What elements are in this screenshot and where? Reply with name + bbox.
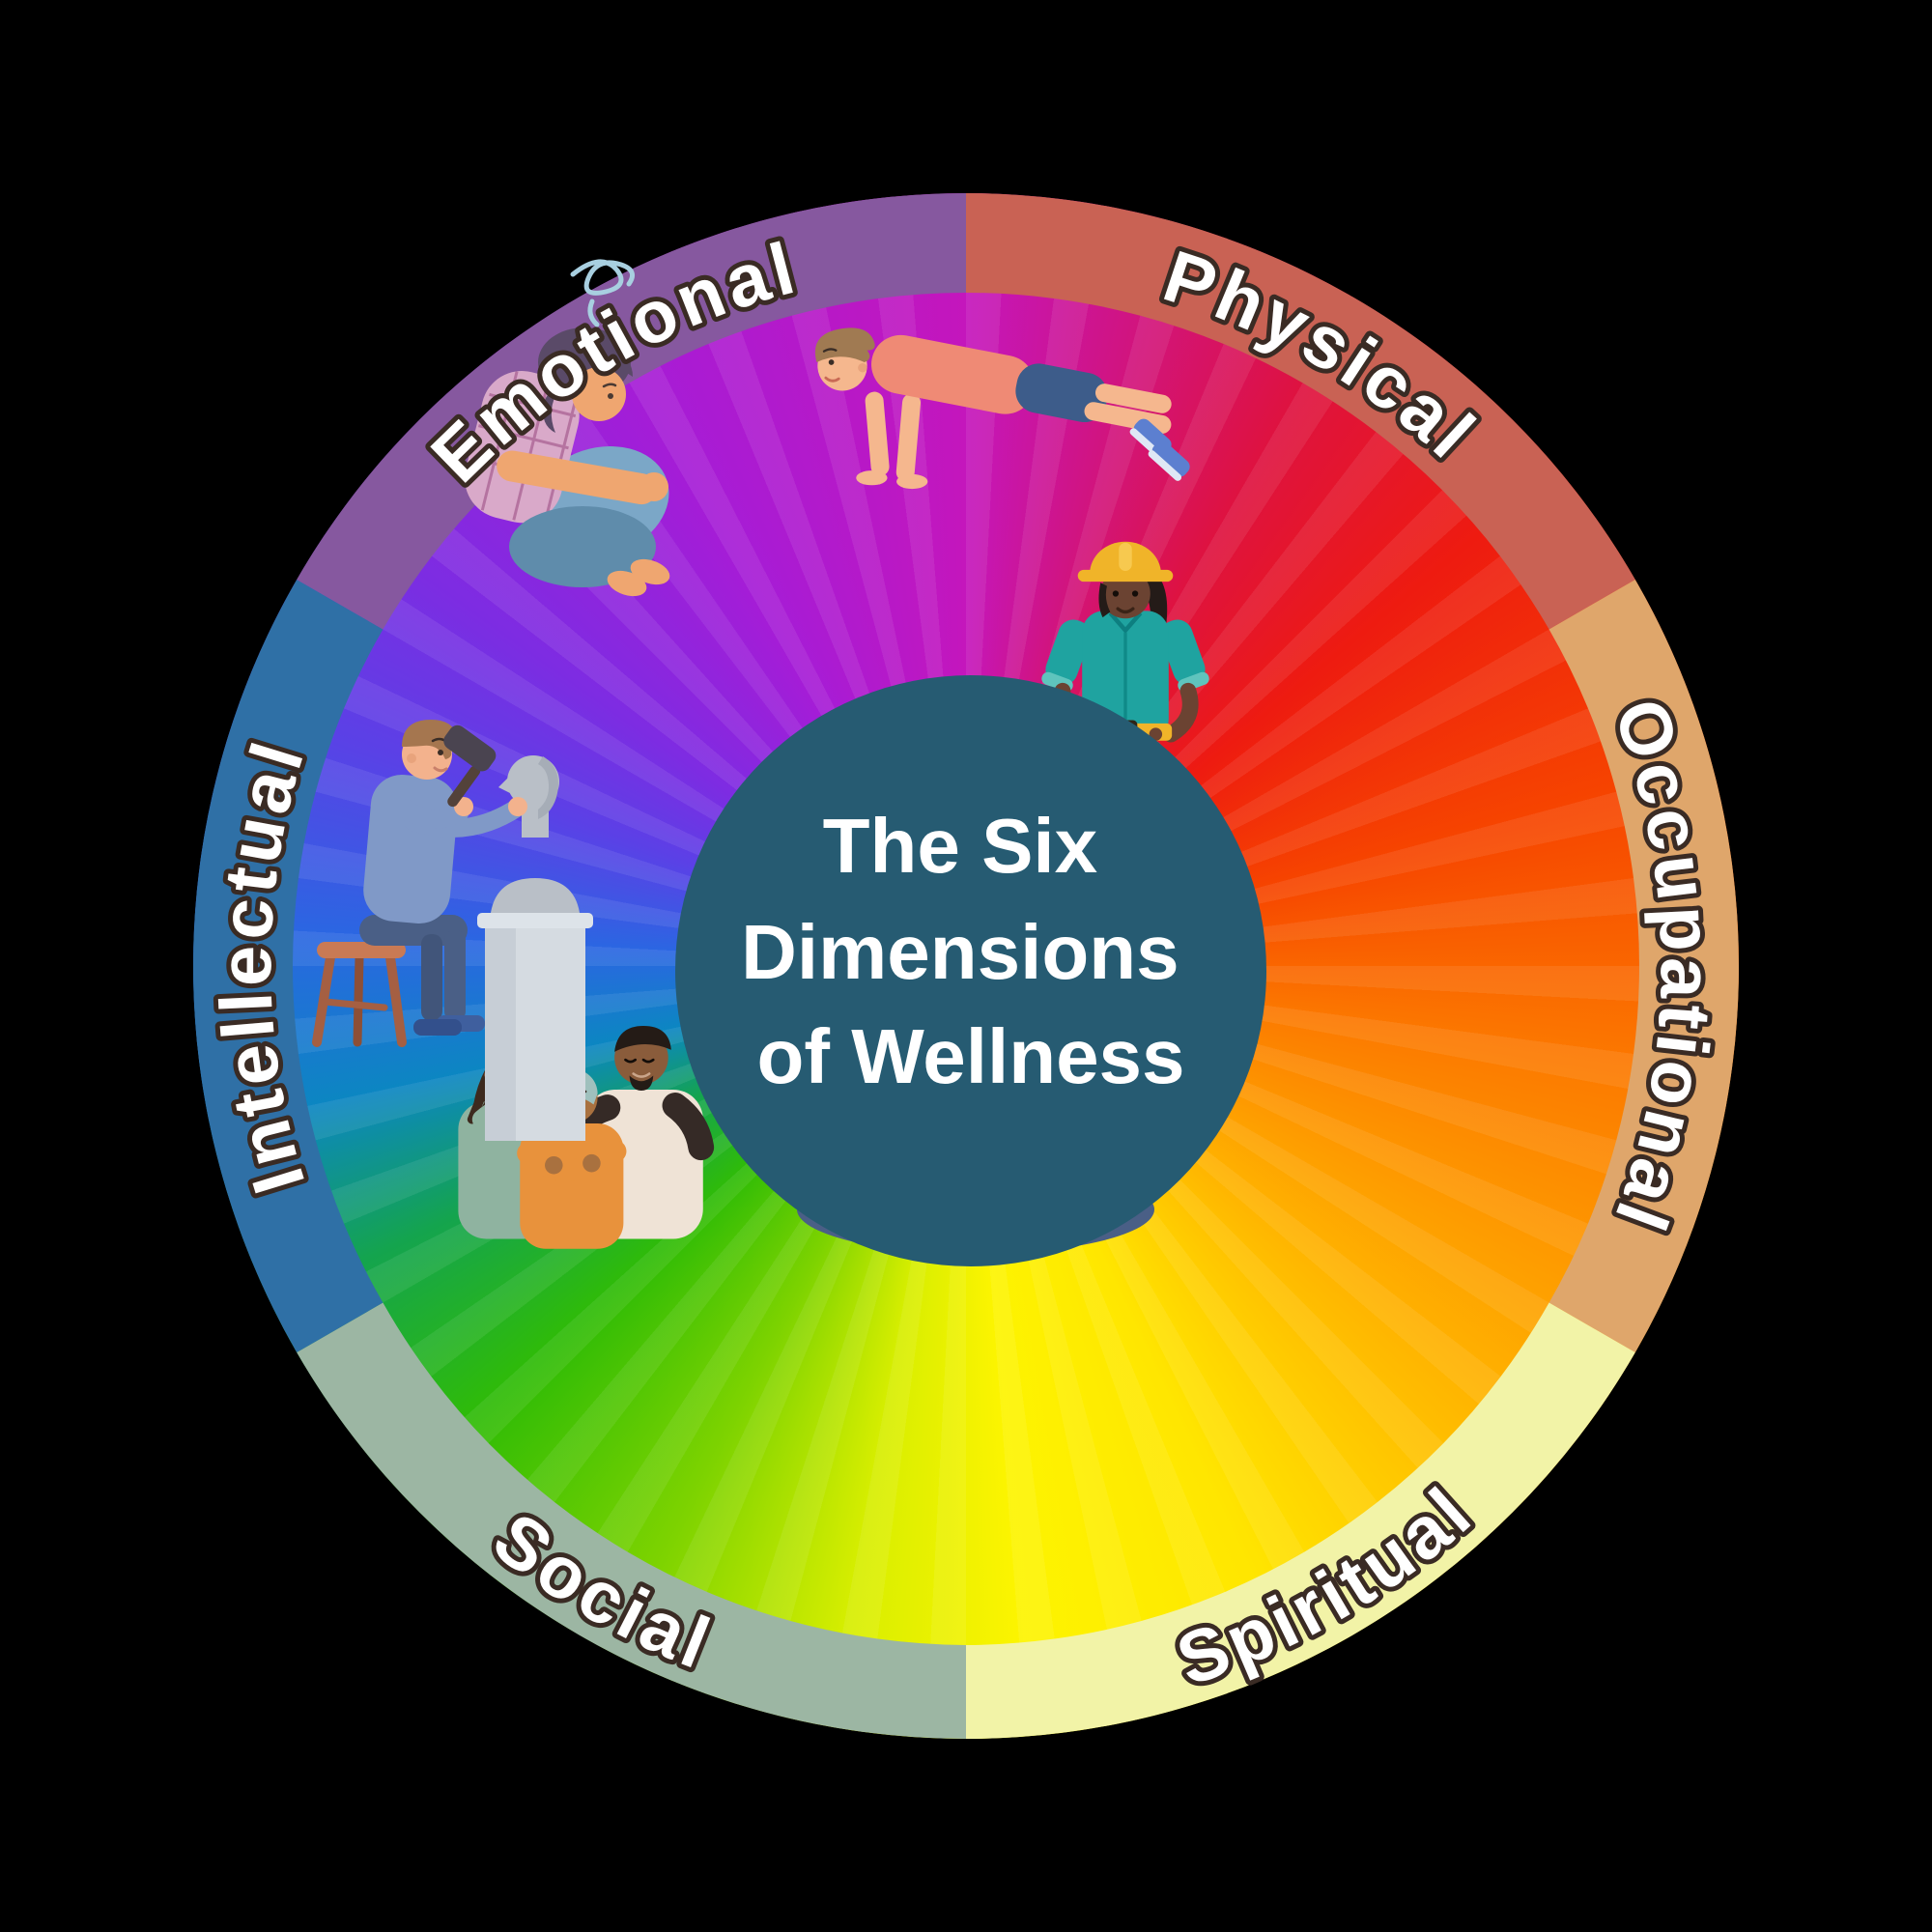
label-physical: Physical — [1154, 235, 1492, 476]
label-spiritual: Spiritual — [1167, 1470, 1489, 1702]
physical-illustration — [814, 327, 1190, 490]
ring-segment-intellectual — [193, 580, 384, 1352]
ring-segment-social — [297, 1302, 966, 1739]
sculpture-bust — [491, 755, 580, 913]
title-line-1: The Six — [823, 803, 1098, 889]
ring-segment-emotional — [297, 193, 966, 630]
page-title: The Six Dimensions of Wellness — [741, 803, 1201, 1099]
ring-segments — [193, 193, 1739, 1739]
ring-segment-physical — [966, 193, 1635, 630]
ring-segment-occupational — [1548, 580, 1739, 1352]
title-line-3: of Wellness — [756, 1013, 1184, 1099]
title-line-2: Dimensions — [741, 909, 1179, 995]
intellectual-illustration — [312, 720, 593, 1141]
tangled-thoughts-icon — [570, 259, 636, 296]
hard-hat-icon — [1077, 541, 1174, 582]
emotional-illustration — [465, 259, 670, 597]
ring-segment-spiritual — [966, 1302, 1635, 1739]
mallet-icon — [443, 724, 497, 808]
running-shoes — [1129, 418, 1190, 481]
stool — [312, 942, 407, 1047]
center-circle — [675, 675, 1266, 1266]
